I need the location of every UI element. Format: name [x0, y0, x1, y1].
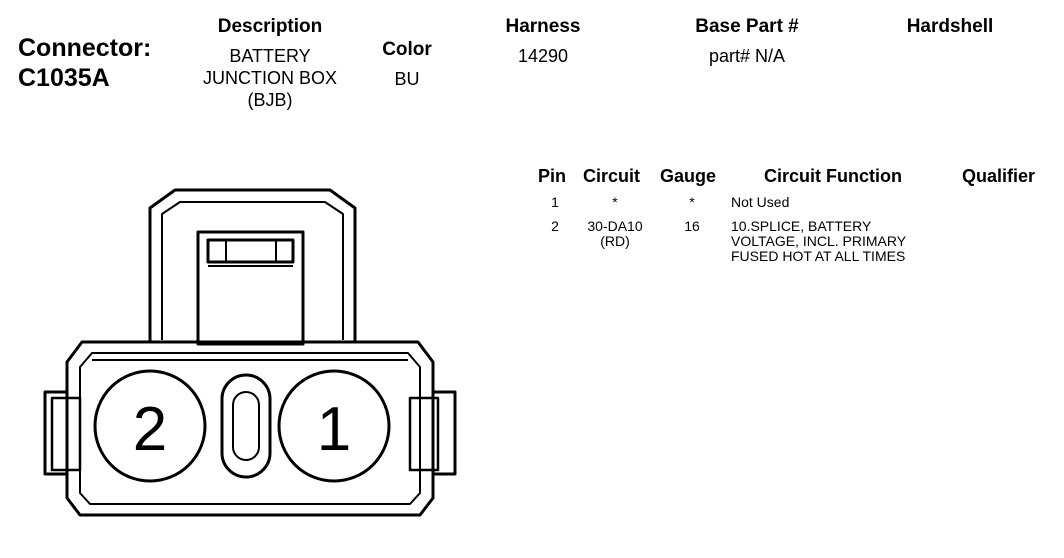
pin-cell: 2 [551, 218, 559, 234]
center-key [220, 373, 272, 479]
connector-id: C1035A [18, 64, 110, 92]
circuit-function-column-header: Circuit Function [764, 166, 902, 186]
qualifier-column-header: Qualifier [962, 166, 1036, 186]
latch-window [196, 230, 305, 346]
latch-outer-inner-line [161, 201, 344, 340]
description-value: BATTERY JUNCTION BOX (BJB) [180, 45, 360, 111]
function-line: FUSED HOT AT ALL TIMES [731, 248, 906, 264]
circuit-line: 30-DA10 [587, 218, 643, 234]
description-header: Description [217, 16, 323, 37]
cavity-label-2: 2 [133, 395, 167, 464]
cavity-label-1: 1 [317, 395, 351, 464]
base-part-header: Base Part # [695, 16, 799, 37]
cavity-1 [277, 369, 391, 483]
latch-tab [206, 238, 295, 264]
harness-value: 14290 [517, 46, 569, 66]
connector-title: Connector: C1035A [18, 33, 151, 93]
function-line: 10.SPLICE, BATTERY [731, 218, 872, 234]
description-line: JUNCTION BOX [202, 68, 337, 88]
hardshell-header: Hardshell [906, 16, 994, 37]
connector-body-inner [79, 352, 421, 505]
circuit-cell: * [612, 194, 618, 210]
right-ear [433, 390, 457, 476]
description-line: (BJB) [247, 90, 293, 110]
function-cell: 10.SPLICE, BATTERY VOLTAGE, INCL. PRIMAR… [731, 219, 961, 264]
base-part-value: part# N/A [708, 46, 786, 66]
gauge-cell: 16 [684, 218, 700, 234]
circuit-column-header: Circuit [583, 166, 641, 186]
color-header: Color [382, 39, 432, 60]
color-value: BU [394, 69, 420, 89]
latch-outer [148, 188, 357, 342]
circuit-line: (RD) [600, 233, 630, 249]
pin-cell: 1 [551, 194, 559, 210]
left-ear [43, 390, 67, 476]
harness-header: Harness [505, 16, 581, 37]
function-cell: Not Used [731, 194, 790, 210]
gauge-cell: * [689, 194, 695, 210]
cavity-2 [93, 369, 207, 483]
function-line: VOLTAGE, INCL. PRIMARY [731, 233, 907, 249]
circuit-cell: 30-DA10 (RD) [575, 219, 655, 249]
connector-label: Connector: [18, 34, 152, 62]
pin-column-header: Pin [538, 166, 567, 186]
description-line: BATTERY [229, 46, 311, 66]
gauge-column-header: Gauge [660, 166, 717, 186]
connector-body [65, 340, 435, 517]
